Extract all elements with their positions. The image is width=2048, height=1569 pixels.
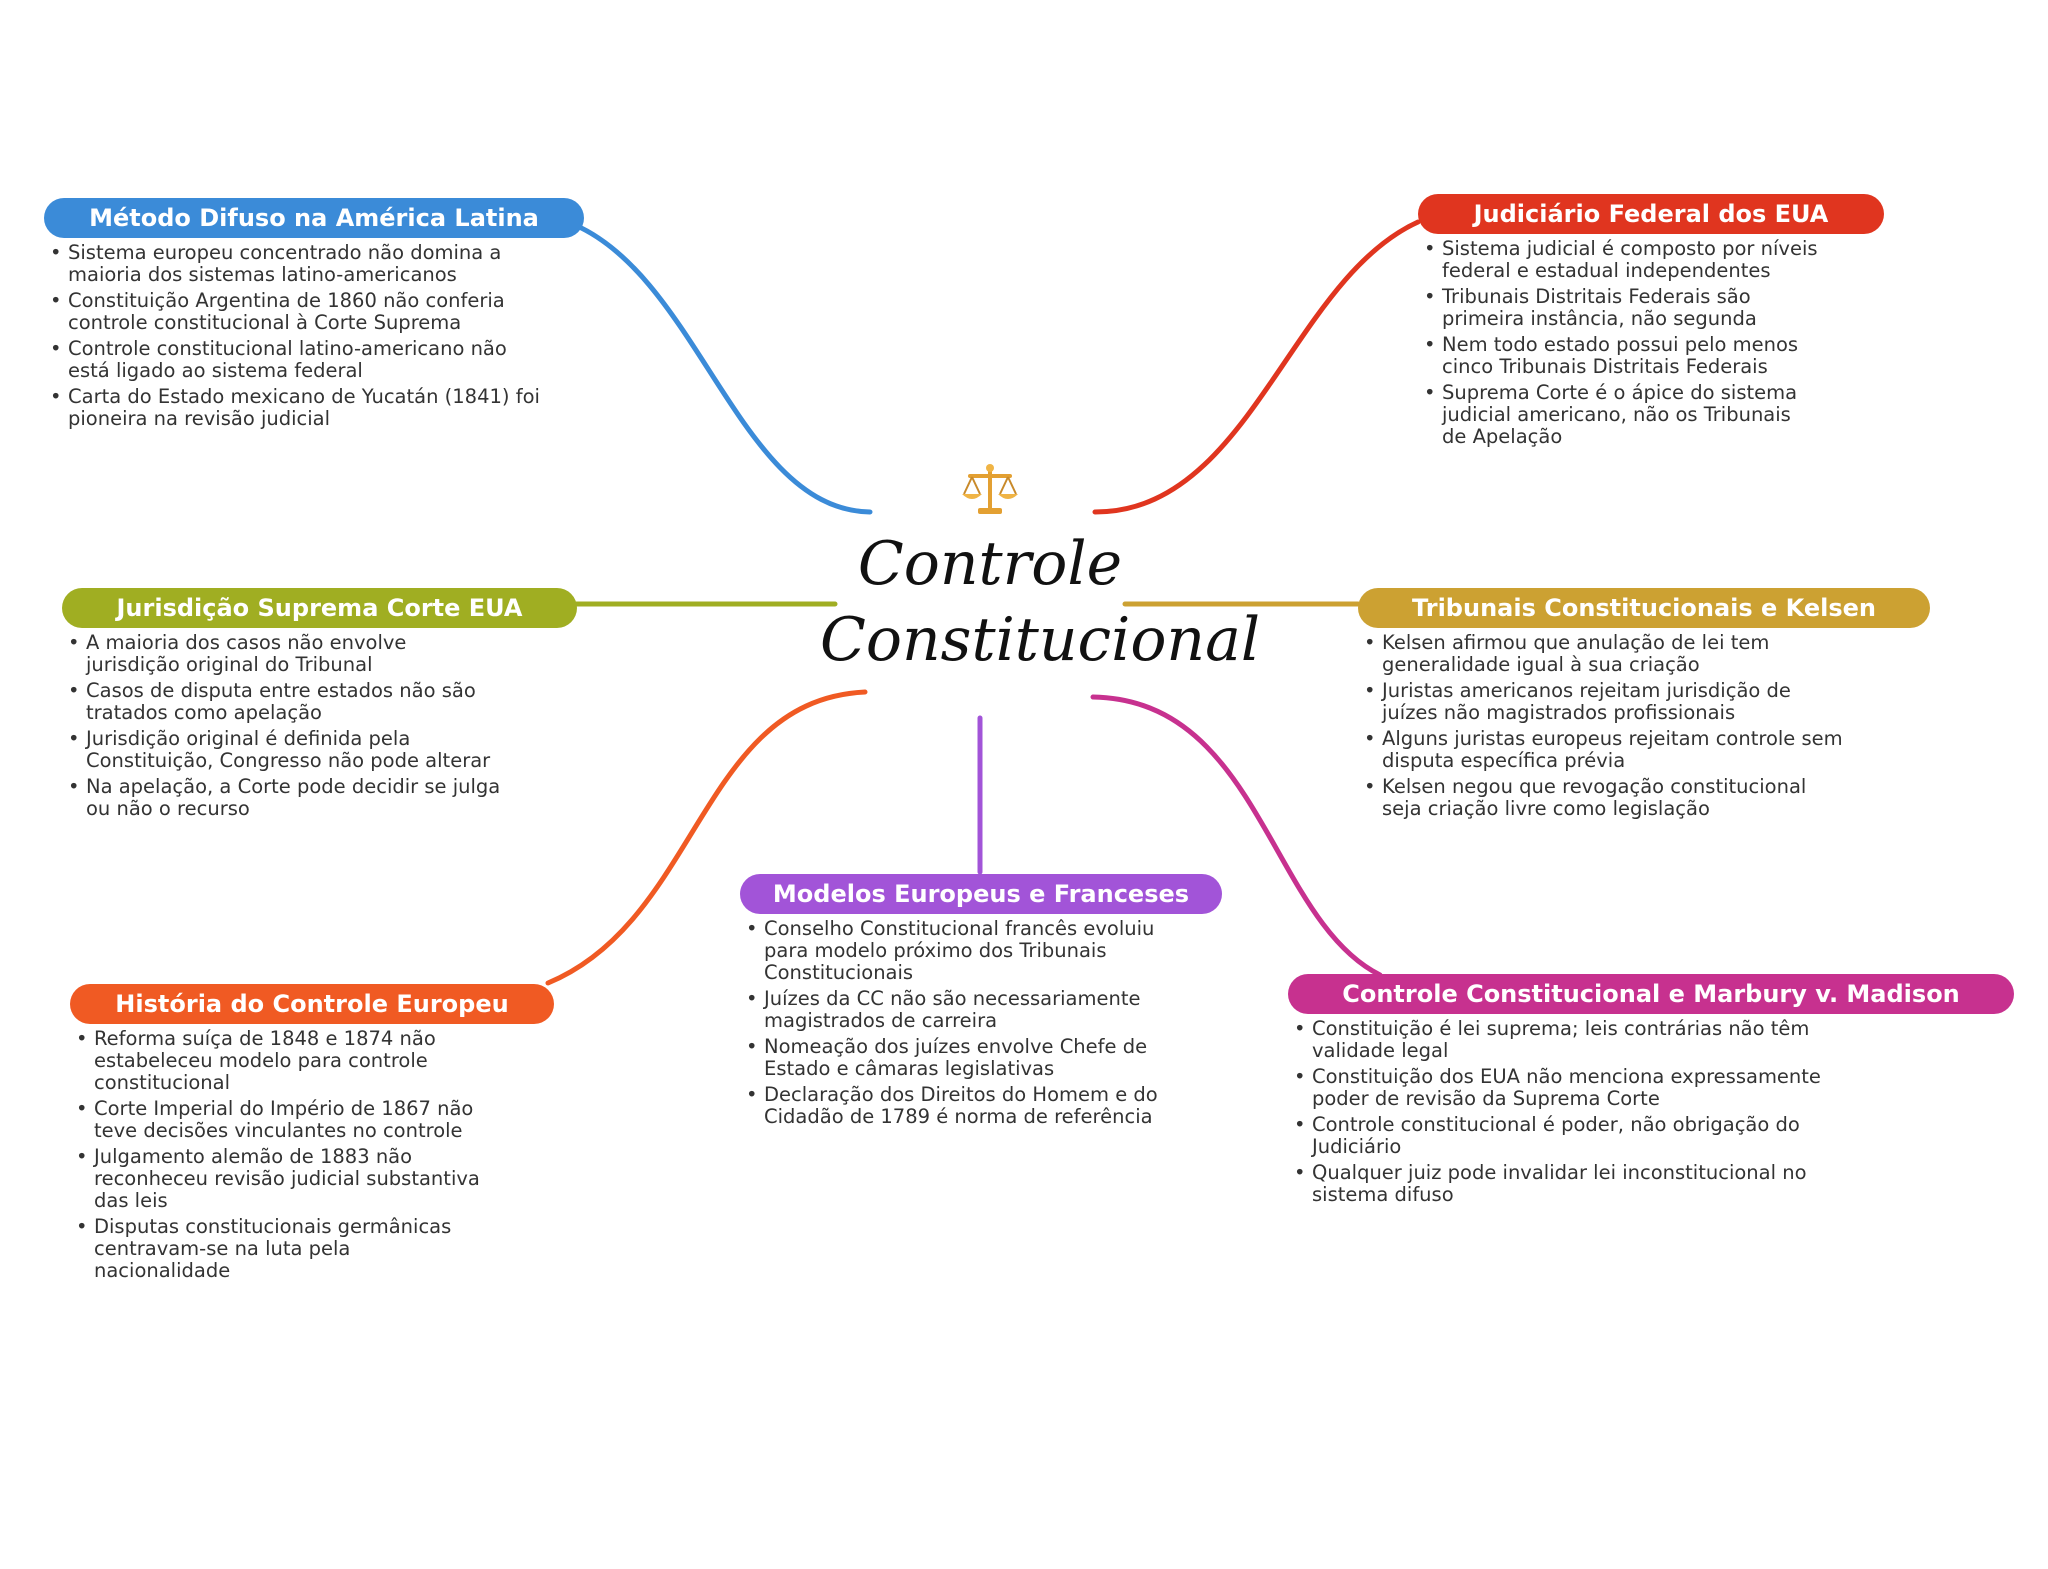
- list-item: Corte Imperial do Império de 1867 não te…: [70, 1098, 490, 1142]
- branch-title-modelos-europeus[interactable]: Modelos Europeus e Franceses: [740, 874, 1222, 914]
- branch-items-judiciario-federal: Sistema judicial é composto por níveis f…: [1418, 238, 1818, 448]
- branch-items-marbury: Constituição é lei suprema; leis contrár…: [1288, 1018, 1848, 1206]
- list-item: Reforma suíça de 1848 e 1874 não estabel…: [70, 1028, 490, 1094]
- list-item: Julgamento alemão de 1883 não reconheceu…: [70, 1146, 490, 1212]
- list-item: Controle constitucional latino-americano…: [44, 338, 544, 382]
- branch-historia-europeu: História do Controle Europeu Reforma suí…: [70, 984, 554, 1286]
- branch-title-tribunais-kelsen[interactable]: Tribunais Constitucionais e Kelsen: [1358, 588, 1930, 628]
- branch-metodo-difuso: Método Difuso na América Latina Sistema …: [44, 198, 584, 434]
- list-item: Casos de disputa entre estados não são t…: [62, 680, 502, 724]
- branch-title-jurisdicao-suprema[interactable]: Jurisdição Suprema Corte EUA: [62, 588, 577, 628]
- list-item: Constituição dos EUA não menciona expres…: [1288, 1066, 1848, 1110]
- branch-title-metodo-difuso[interactable]: Método Difuso na América Latina: [44, 198, 584, 238]
- list-item: Disputas constitucionais germânicas cent…: [70, 1216, 490, 1282]
- scales-icon: [962, 464, 1018, 514]
- list-item: Alguns juristas europeus rejeitam contro…: [1358, 728, 1848, 772]
- branch-title-historia-europeu[interactable]: História do Controle Europeu: [70, 984, 554, 1024]
- list-item: Declaração dos Direitos do Homem e do Ci…: [740, 1084, 1180, 1128]
- branch-items-historia-europeu: Reforma suíça de 1848 e 1874 não estabel…: [70, 1028, 490, 1282]
- list-item: Jurisdição original é definida pela Cons…: [62, 728, 502, 772]
- branch-items-modelos-europeus: Conselho Constitucional francês evoluiu …: [740, 918, 1180, 1128]
- list-item: A maioria dos casos não envolve jurisdiç…: [62, 632, 502, 676]
- branch-items-jurisdicao-suprema: A maioria dos casos não envolve jurisdiç…: [62, 632, 502, 820]
- list-item: Conselho Constitucional francês evoluiu …: [740, 918, 1180, 984]
- branch-modelos-europeus: Modelos Europeus e Franceses Conselho Co…: [740, 874, 1222, 1132]
- list-item: Qualquer juiz pode invalidar lei inconst…: [1288, 1162, 1848, 1206]
- branch-items-tribunais-kelsen: Kelsen afirmou que anulação de lei tem g…: [1358, 632, 1848, 820]
- list-item: Constituição Argentina de 1860 não confe…: [44, 290, 544, 334]
- list-item: Kelsen negou que revogação constituciona…: [1358, 776, 1848, 820]
- list-item: Tribunais Distritais Federais são primei…: [1418, 286, 1818, 330]
- list-item: Sistema judicial é composto por níveis f…: [1418, 238, 1818, 282]
- list-item: Sistema europeu concentrado não domina a…: [44, 242, 544, 286]
- list-item: Nem todo estado possui pelo menos cinco …: [1418, 334, 1818, 378]
- connector-historia-europeu: [545, 689, 868, 986]
- list-item: Suprema Corte é o ápice do sistema judic…: [1418, 382, 1818, 448]
- central-title-line2: Constitucional: [820, 605, 1261, 675]
- branch-jurisdicao-suprema: Jurisdição Suprema Corte EUA A maioria d…: [62, 588, 577, 824]
- list-item: Controle constitucional é poder, não obr…: [1288, 1114, 1848, 1158]
- list-item: Kelsen afirmou que anulação de lei tem g…: [1358, 632, 1848, 676]
- connector-metodo-difuso: [572, 222, 873, 515]
- list-item: Carta do Estado mexicano de Yucatán (184…: [44, 386, 544, 430]
- branch-title-marbury[interactable]: Controle Constitucional e Marbury v. Mad…: [1288, 974, 2014, 1014]
- connector-judiciario-federal: [1092, 219, 1421, 515]
- connector-marbury: [1090, 694, 1383, 978]
- list-item: Juízes da CC não são necessariamente mag…: [740, 988, 1180, 1032]
- branch-title-judiciario-federal[interactable]: Judiciário Federal dos EUA: [1418, 194, 1884, 234]
- branch-judiciario-federal: Judiciário Federal dos EUA Sistema judic…: [1418, 194, 1884, 452]
- list-item: Juristas americanos rejeitam jurisdição …: [1358, 680, 1848, 724]
- list-item: Nomeação dos juízes envolve Chefe de Est…: [740, 1036, 1180, 1080]
- list-item: Constituição é lei suprema; leis contrár…: [1288, 1018, 1848, 1062]
- branch-marbury: Controle Constitucional e Marbury v. Mad…: [1288, 974, 2014, 1210]
- central-title-line1: Controle: [857, 529, 1123, 599]
- branch-items-metodo-difuso: Sistema europeu concentrado não domina a…: [44, 242, 544, 430]
- branch-tribunais-kelsen: Tribunais Constitucionais e Kelsen Kelse…: [1358, 588, 1930, 824]
- list-item: Na apelação, a Corte pode decidir se jul…: [62, 776, 502, 820]
- central-topic[interactable]: Controle Constitucional: [820, 460, 1261, 678]
